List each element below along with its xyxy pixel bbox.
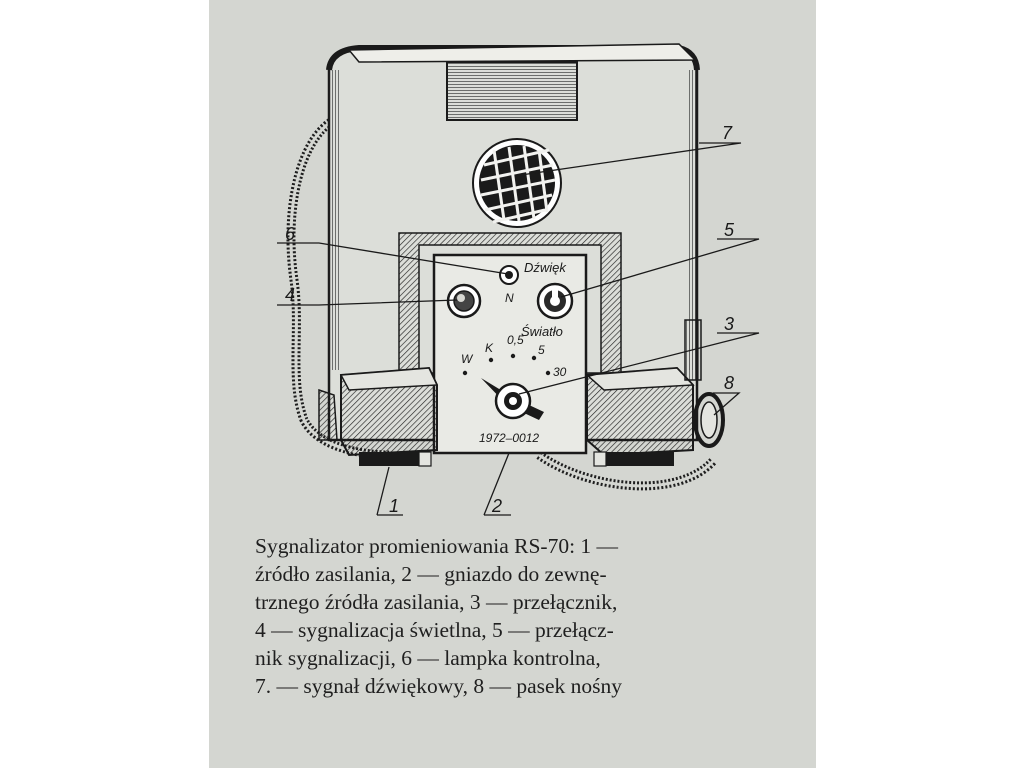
light-signal-icon	[446, 283, 482, 319]
label-0-5: 0,5	[507, 333, 524, 347]
callout-4: 4	[285, 285, 295, 305]
label-k: K	[485, 341, 494, 355]
label-swiatlo: Światło	[521, 324, 563, 339]
caption-line: trznego źródła zasilania, 3 — przełączni…	[255, 590, 618, 614]
label-n: N	[505, 291, 514, 305]
callout-1: 1	[389, 496, 399, 516]
label-5: 5	[538, 343, 545, 357]
callout-7: 7	[722, 123, 733, 143]
callout-5: 5	[724, 220, 735, 240]
device-illustration: Dźwięk N Światło W K 0,5 5 30	[277, 43, 760, 516]
caption-line: Sygnalizator promieniowania RS-70: 1 —	[255, 534, 619, 558]
book-page: Dźwięk N Światło W K 0,5 5 30	[209, 0, 816, 768]
caption-line: 4 — sygnalizacja świetlna, 5 — przełącz-	[255, 618, 614, 642]
callout-3: 3	[724, 314, 734, 334]
caption-line: 7. — sygnał dźwiękowy, 8 — pasek nośny	[255, 674, 623, 698]
strap-clip	[684, 319, 725, 448]
caption-line: źródło zasilania, 2 — gniazdo do zewnę-	[255, 562, 607, 586]
label-w: W	[461, 352, 474, 366]
caption-line: nik sygnalizacji, 6 — lampka kontrolna,	[255, 646, 601, 670]
range-selector-knob	[481, 378, 544, 420]
callout-2: 2	[491, 496, 502, 516]
callout-8: 8	[724, 373, 734, 393]
speaker-grille	[472, 138, 562, 228]
top-recess	[446, 61, 578, 121]
battery-block-right	[585, 366, 695, 467]
label-dzwiek: Dźwięk	[524, 260, 567, 275]
label-30: 30	[553, 365, 567, 379]
callout-6: 6	[285, 224, 296, 244]
battery-block-left	[339, 366, 439, 467]
figure-caption: Sygnalizator promieniowania RS-70: 1 — ź…	[255, 532, 785, 700]
control-lamp-icon	[499, 265, 519, 285]
signal-switch-icon	[536, 282, 574, 320]
serial-number: 1972–0012	[479, 431, 539, 445]
